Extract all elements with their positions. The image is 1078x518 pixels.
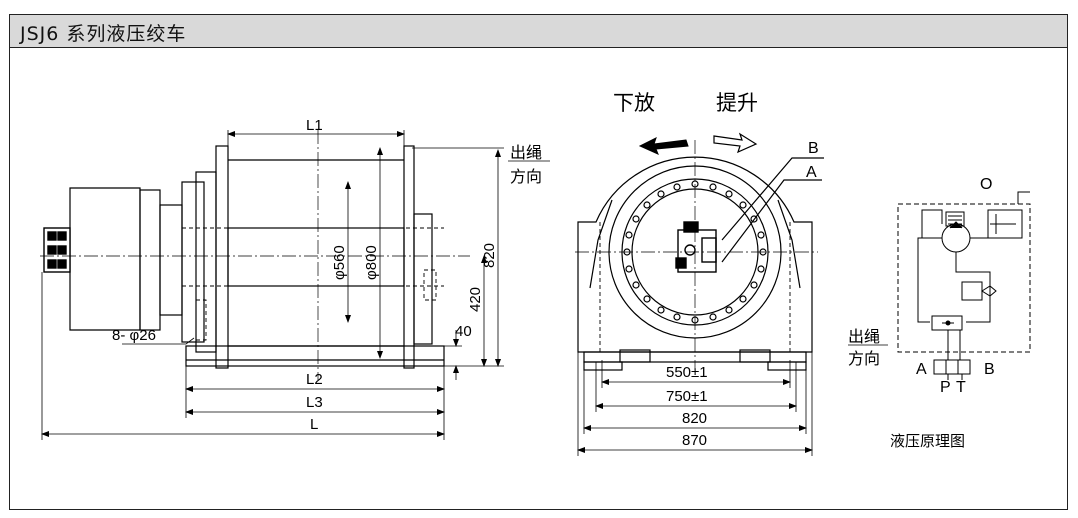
rotation-arrows <box>638 132 758 155</box>
schematic-rope-dir-1: 出绳 <box>848 328 880 346</box>
front-frame <box>577 156 813 353</box>
lower-label: 下放 <box>613 92 655 115</box>
front-dimensions <box>577 352 813 456</box>
dim-bolts: 8- φ26 <box>112 327 156 344</box>
bolt-circle <box>623 180 767 324</box>
schematic-port-P: P <box>940 379 951 396</box>
dim-L: L <box>310 416 318 433</box>
page-title: JSJ6 系列液压绞车 <box>20 23 187 45</box>
motor-neck <box>159 204 183 316</box>
dim-870: 870 <box>682 432 707 449</box>
side-dimension-labels: L1 L2 L3 L φ560 φ800 820 420 40 8- φ26 出… <box>112 117 542 433</box>
dim-phi800: φ800 <box>363 245 380 280</box>
port-A-label: A <box>806 164 817 181</box>
shuttle-valve <box>931 315 963 331</box>
dim-820: 820 <box>481 243 498 268</box>
rope-direction-label-1: 出绳 <box>510 144 542 162</box>
dim-40: 40 <box>455 323 472 340</box>
schematic-labels: O A B P T 出绳 方向 液压原理图 <box>848 176 995 450</box>
dim-550: 550±1 <box>666 364 708 381</box>
right-bearing <box>413 213 433 345</box>
dim-420: 420 <box>467 287 484 312</box>
counterbalance-valve <box>961 281 983 301</box>
side-dimensions <box>41 130 550 440</box>
port-B-label: B <box>808 140 819 157</box>
lower-arrow <box>638 137 689 155</box>
schematic-title: 液压原理图 <box>890 433 965 450</box>
brake-symbol <box>945 211 965 227</box>
rope-direction-label-2: 方向 <box>510 168 542 186</box>
motor-housing <box>69 187 141 331</box>
front-labels: 下放 提升 B A 550±1 750±1 820 870 <box>613 92 819 449</box>
hydraulic-schematic <box>848 191 1031 380</box>
right-flange <box>403 145 415 369</box>
schematic-rope-dir-2: 方向 <box>848 350 880 368</box>
front-view <box>575 140 824 371</box>
dim-L3: L3 <box>306 394 323 411</box>
hydraulic-motor <box>675 221 717 273</box>
schematic-port-A: A <box>916 361 927 378</box>
dim-820-front: 820 <box>682 410 707 427</box>
schematic-boundary <box>897 203 1031 353</box>
side-base <box>185 345 445 367</box>
motor-symbol <box>941 223 971 253</box>
title-bar: JSJ6 系列液压绞车 <box>10 15 1067 48</box>
brake-cylinder <box>987 209 1023 239</box>
dim-750: 750±1 <box>666 388 708 405</box>
directional-valve <box>933 359 971 375</box>
dim-L1: L1 <box>306 117 323 134</box>
dim-phi560: φ560 <box>331 245 348 280</box>
port-O-label: O <box>980 176 992 193</box>
left-flange <box>215 145 229 369</box>
schematic-port-B: B <box>984 361 995 378</box>
dim-L2: L2 <box>306 371 323 388</box>
motor-flange <box>139 189 161 331</box>
lift-arrow <box>713 132 758 154</box>
schematic-port-T: T <box>956 379 966 396</box>
valve-block <box>43 227 71 273</box>
lift-label: 提升 <box>716 92 758 115</box>
side-view <box>40 130 470 380</box>
drawing-frame: JSJ6 系列液压绞车 <box>9 14 1068 510</box>
